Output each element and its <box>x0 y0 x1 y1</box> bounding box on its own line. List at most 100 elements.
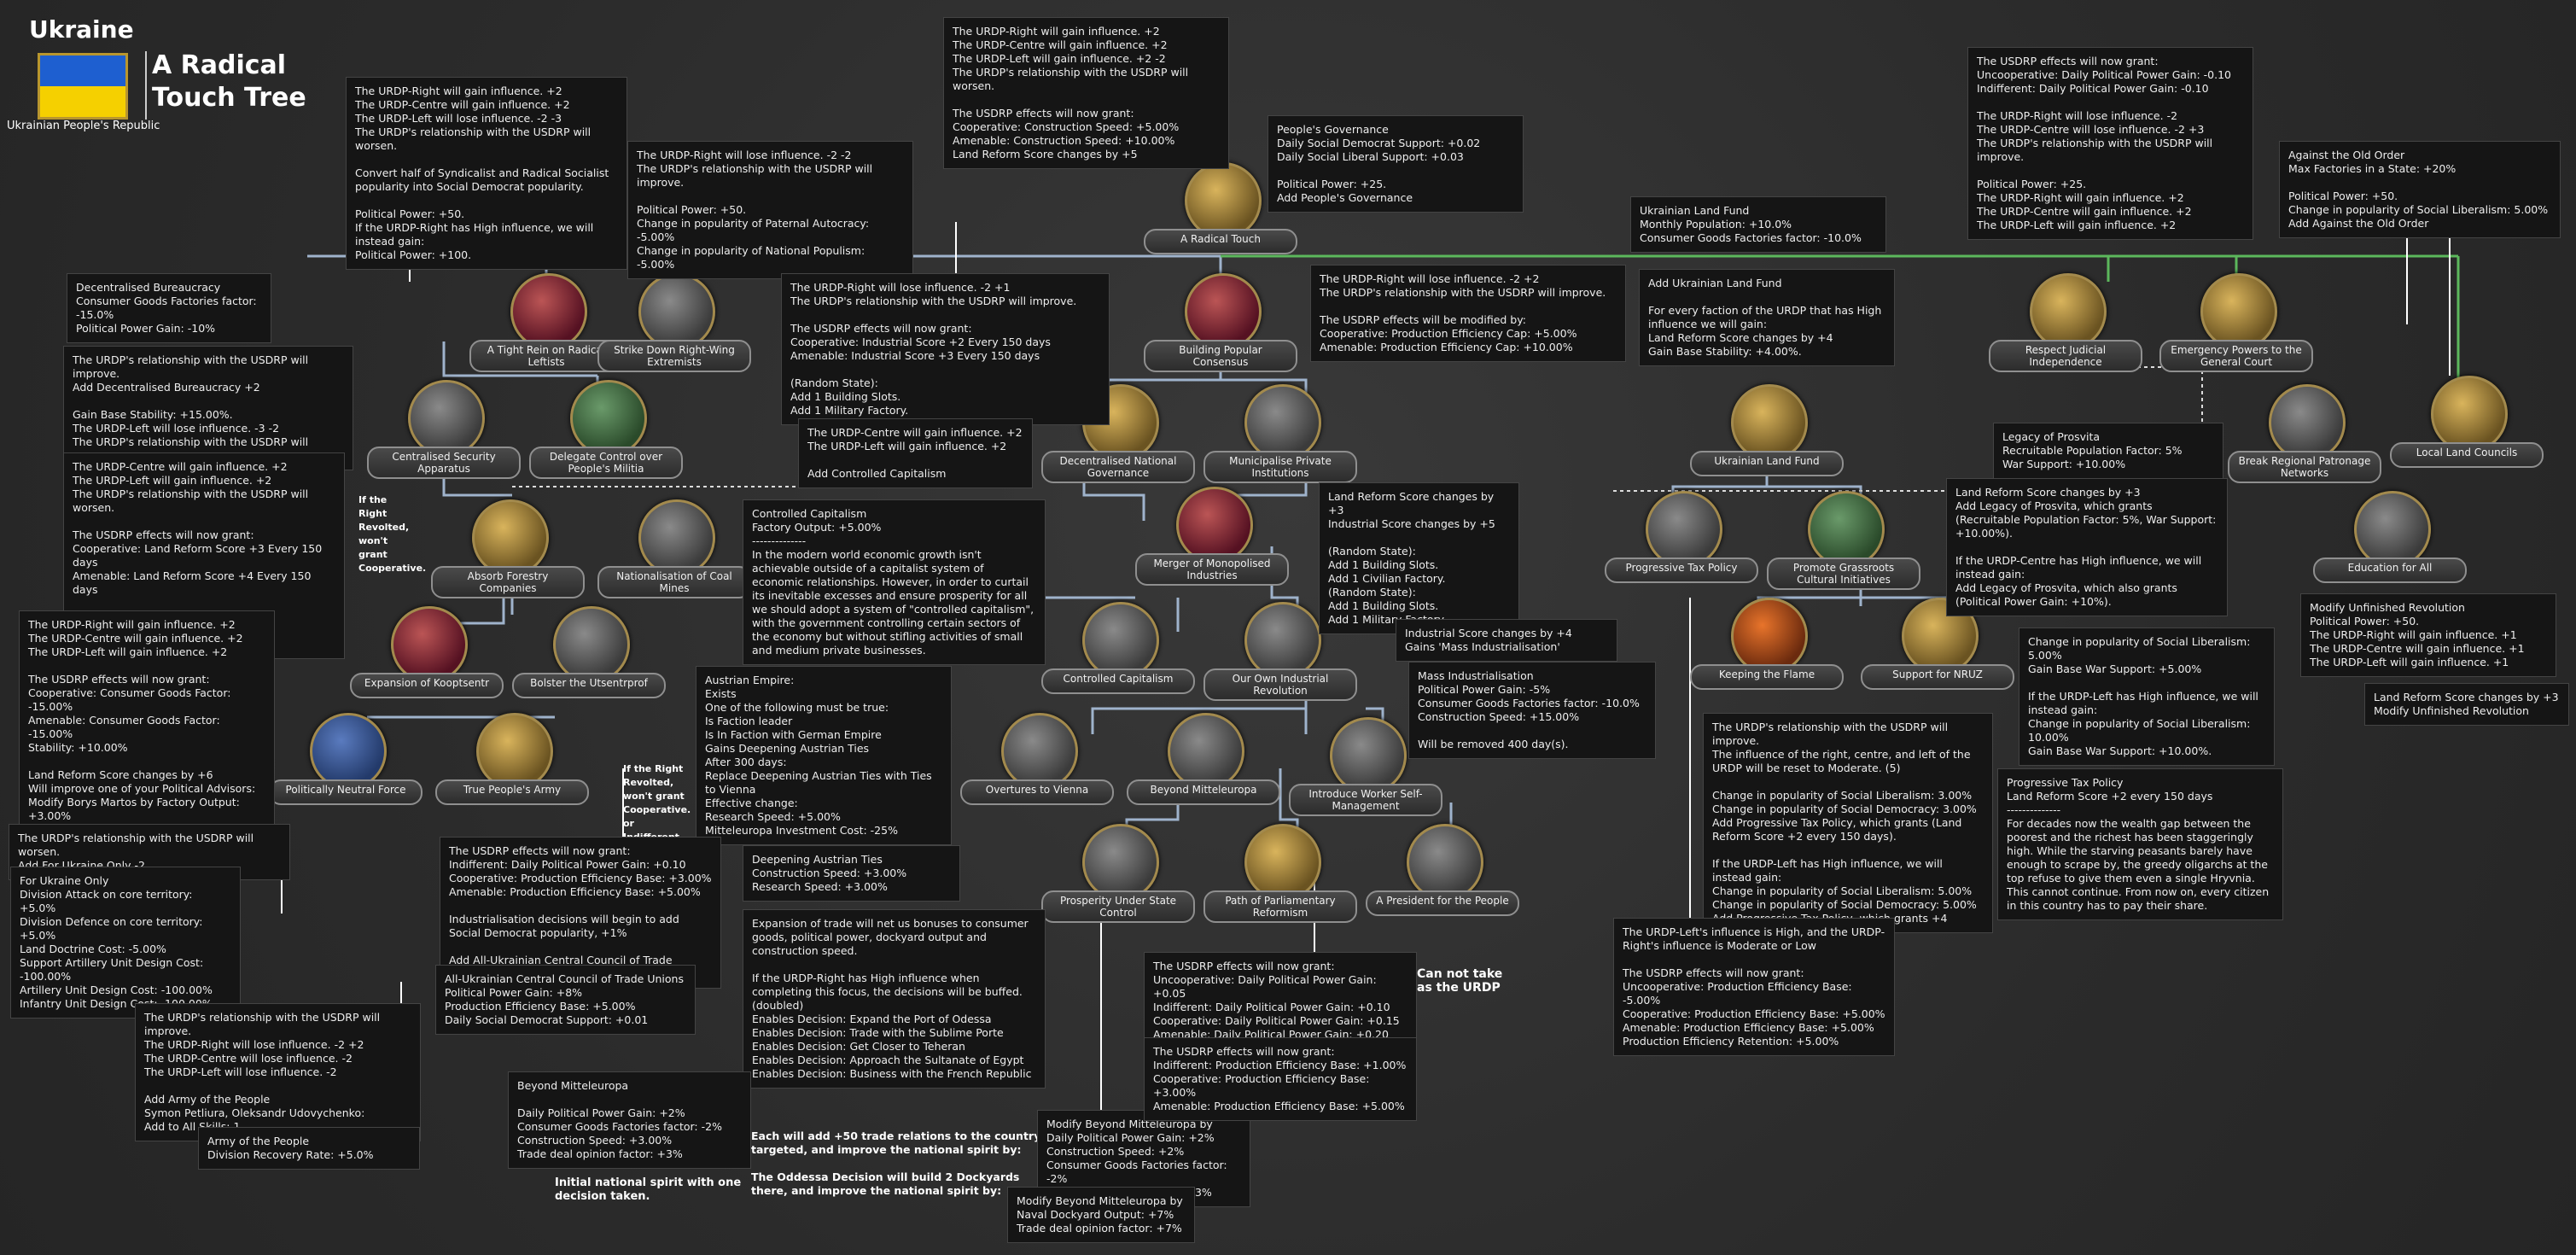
focus-icon <box>476 713 553 790</box>
focus-nationalisation-coal[interactable]: Nationalisation of Coal Mines <box>597 499 751 602</box>
tooltip-progressive-tax: Progressive Tax Policy Land Reform Score… <box>1997 768 2283 920</box>
focus-beyond-mitteleuropa[interactable]: Beyond Mitteleuropa <box>1127 713 1280 815</box>
focus-icon <box>1731 384 1808 461</box>
tooltip-land-fund-spirit: Ukrainian Land Fund Monthly Population: … <box>1630 196 1886 253</box>
focus-break-regional[interactable]: Break Regional Patronage Networks <box>2228 384 2381 487</box>
focus-icon <box>570 380 647 457</box>
focus-expansion-kooptsentr[interactable]: Expansion of Kooptsentr <box>350 606 504 709</box>
tooltip-expansion-trade: Expansion of trade will net us bonuses t… <box>743 909 1046 1089</box>
note-right-revolted-2: If the Right Revolted, won't grant Coope… <box>623 763 691 843</box>
focus-prosperity-state[interactable]: Prosperity Under State Control <box>1041 824 1195 926</box>
focus-icon <box>1808 491 1885 568</box>
tooltip-army-people-effects: The URDP's relationship with the USDRP w… <box>135 1003 421 1141</box>
note-initial-spirit: Initial national spirit with one decisio… <box>555 1176 742 1203</box>
focus-local-land-councils[interactable]: Local Land Councils <box>2390 376 2544 478</box>
tooltip-grassroots: Land Reform Score changes by +3 Add Lega… <box>1946 478 2228 616</box>
tooltip-radical-top: The URDP-Right will gain influence. +2 T… <box>943 17 1229 169</box>
tooltip-path-parliamentary: The USDRP effects will now grant: Uncoop… <box>1144 952 1417 1049</box>
focus-icon <box>1244 602 1321 679</box>
focus-promote-grassroots[interactable]: Promote Grassroots Cultural Initiatives <box>1767 491 1920 593</box>
tooltip-army-people: Army of the People Division Recovery Rat… <box>198 1127 420 1170</box>
focus-controlled-capitalism[interactable]: Controlled Capitalism <box>1041 602 1195 704</box>
tooltip-legacy-prosvita: Legacy of Prosvita Recruitable Populatio… <box>1993 423 2223 479</box>
tooltip-trade-unions: All-Ukrainian Central Council of Trade U… <box>435 965 696 1035</box>
focus-icon <box>1244 824 1321 901</box>
focus-bolster-utsentrprof[interactable]: Bolster the Utsentrprof <box>512 606 666 709</box>
focus-absorb-forestry[interactable]: Absorb Forestry Companies <box>431 499 585 602</box>
focus-icon <box>1185 162 1262 239</box>
focus-icon <box>391 606 468 683</box>
focus-icon <box>2431 376 2508 452</box>
focus-building-consensus[interactable]: Building Popular Consensus <box>1144 273 1297 376</box>
tooltip-bolster: The USDRP effects will now grant: Indiff… <box>440 837 721 989</box>
focus-icon <box>638 273 715 350</box>
focus-radical-touch[interactable]: A Radical Touch <box>1144 162 1297 265</box>
tree-title: A Radical Touch Tree <box>152 50 306 114</box>
focus-icon <box>1244 384 1321 461</box>
country-subtitle: Ukrainian People's Republic <box>7 120 160 132</box>
focus-centralised-security[interactable]: Centralised Security Apparatus <box>367 380 521 482</box>
title-line-2: Touch Tree <box>152 83 306 113</box>
focus-icon <box>1001 713 1078 790</box>
tooltip-decentralised-bureaucracy: Decentralised Bureaucracy Consumer Goods… <box>67 273 271 343</box>
tooltip-deepening-austrian: Deepening Austrian Ties Construction Spe… <box>743 845 960 902</box>
focus-politically-neutral[interactable]: Politically Neutral Force <box>269 713 423 815</box>
focus-respect-judicial[interactable]: Respect Judicial Independence <box>1989 273 2142 376</box>
country-name: Ukraine <box>29 15 134 44</box>
focus-icon <box>638 499 715 576</box>
focus-icon <box>2030 273 2107 350</box>
ukraine-flag-icon <box>38 53 128 120</box>
focus-municipalise[interactable]: Municipalise Private Institutions <box>1203 384 1357 487</box>
tooltip-building-consensus: The URDP-Right will lose influence. -2 +… <box>781 273 1110 425</box>
focus-keeping-flame[interactable]: Keeping the Flame <box>1690 598 1844 700</box>
tooltip-usdrp-top-right: The USDRP effects will now grant: Uncoop… <box>1967 47 2253 240</box>
note-right-revolted-1: If the Right Revolted, won't grant Coope… <box>358 494 427 574</box>
focus-icon <box>2269 384 2346 461</box>
focus-icon <box>2200 273 2277 350</box>
focus-icon <box>408 380 485 457</box>
focus-education-for-all[interactable]: Education for All <box>2313 491 2467 593</box>
focus-president-people[interactable]: A President for the People <box>1366 824 1519 926</box>
tooltip-beyond-mitteleuropa-spirit: Beyond Mitteleuropa Daily Political Powe… <box>508 1071 751 1169</box>
focus-path-parliamentary[interactable]: Path of Parliamentary Reformism <box>1203 824 1357 926</box>
tooltip-local-land: Land Reform Score changes by +3 Modify U… <box>2364 683 2569 726</box>
tooltip-modify-bm-2: Modify Beyond Mitteleuropa by Naval Dock… <box>1007 1187 1195 1243</box>
focus-ukrainian-land-fund[interactable]: Ukrainian Land Fund <box>1690 384 1844 487</box>
tooltip-support-nruz: Change in popularity of Social Liberalis… <box>2019 628 2275 766</box>
tooltip-against-old-order: Against the Old Order Max Factories in a… <box>2279 141 2561 238</box>
focus-icon <box>472 499 549 576</box>
focus-overtures-vienna[interactable]: Overtures to Vienna <box>960 713 1114 815</box>
focus-icon <box>510 273 587 350</box>
tooltip-unfinished-revolution: Modify Unfinished Revolution Political P… <box>2300 593 2556 677</box>
focus-our-own-industrial[interactable]: Our Own Industrial Revolution <box>1203 602 1357 704</box>
focus-delegate-control[interactable]: Delegate Control over People's Militia <box>529 380 683 482</box>
tooltip-expansion-kooptsentr: The URDP-Right will gain influence. +2 T… <box>19 610 275 831</box>
focus-emergency-powers[interactable]: Emergency Powers to the General Court <box>2159 273 2313 376</box>
focus-icon <box>1168 713 1244 790</box>
tooltip-decentralised-governance: The URDP-Right will lose influence. -2 +… <box>1310 265 1626 362</box>
focus-introduce-worker[interactable]: Introduce Worker Self-Management <box>1289 717 1442 820</box>
tooltip-president-people: The URDP-Left's influence is High, and t… <box>1613 918 1895 1056</box>
focus-true-peoples-army[interactable]: True People's Army <box>435 713 589 815</box>
tooltip-municipalise: The URDP-Centre will gain influence. +2 … <box>798 418 1033 488</box>
focus-icon <box>1330 717 1407 794</box>
tooltip-austrian-empire: Austrian Empire: Exists One of the follo… <box>696 666 952 845</box>
tooltip-tight-rein: The URDP-Right will gain influence. +2 T… <box>346 77 627 270</box>
tooltip-land-fund: Add Ukrainian Land Fund For every factio… <box>1639 269 1895 366</box>
title-line-1: A Radical <box>152 50 287 80</box>
focus-icon <box>310 713 387 790</box>
focus-icon <box>2354 491 2431 568</box>
focus-icon <box>553 606 630 683</box>
note-cannot-take: Can not take as the URDP <box>1417 967 1503 995</box>
focus-icon <box>1407 824 1483 901</box>
tooltip-strike-down: The URDP-Right will lose influence. -2 -… <box>627 141 913 279</box>
focus-strike-down[interactable]: Strike Down Right-Wing Extremists <box>597 273 751 376</box>
focus-icon <box>1185 273 1262 350</box>
tooltip-mass-industrialisation: Mass Industrialisation Political Power G… <box>1408 662 1656 759</box>
focus-icon <box>1646 491 1722 568</box>
focus-merger-monopolised[interactable]: Merger of Monopolised Industries <box>1135 487 1289 589</box>
focus-progressive-tax[interactable]: Progressive Tax Policy <box>1605 491 1758 593</box>
note-each-will: Each will add +50 trade relations to the… <box>751 1130 1041 1197</box>
tooltip-controlled-capitalism: Controlled Capitalism Factory Output: +5… <box>743 499 1046 665</box>
